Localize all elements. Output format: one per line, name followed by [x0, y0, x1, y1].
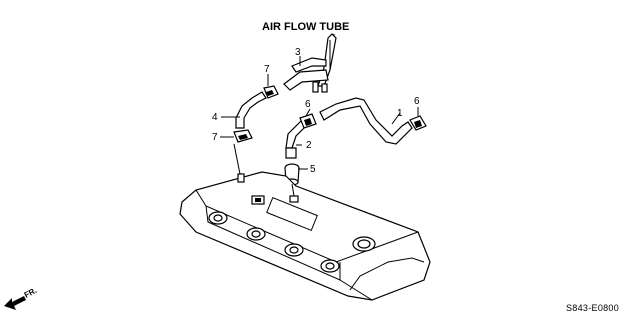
front-arrow-icon: [4, 296, 26, 310]
hose-clamp[interactable]: [409, 115, 427, 131]
callout-6a: 6: [305, 99, 311, 110]
diagram-code: S843-E0800: [566, 303, 619, 313]
diagram-title: AIR FLOW TUBE: [262, 21, 349, 33]
callout-1: 1: [397, 108, 403, 119]
callout-6b: 6: [414, 96, 420, 107]
callout-2: 2: [306, 140, 312, 151]
air-flow-tube[interactable]: [283, 33, 337, 93]
hose-clamp[interactable]: [233, 129, 253, 143]
hose-clamp[interactable]: [263, 85, 279, 99]
callout-3: 3: [295, 47, 301, 58]
callout-7b: 7: [212, 132, 218, 143]
hose-clamp[interactable]: [299, 113, 317, 129]
callout-5: 5: [310, 164, 316, 175]
callout-7a: 7: [264, 64, 270, 75]
front-label: FR.: [23, 286, 39, 300]
cylinder-head-cover: [179, 143, 431, 301]
callout-4: 4: [212, 112, 218, 123]
hose[interactable]: [235, 91, 267, 129]
hose[interactable]: [319, 97, 413, 145]
